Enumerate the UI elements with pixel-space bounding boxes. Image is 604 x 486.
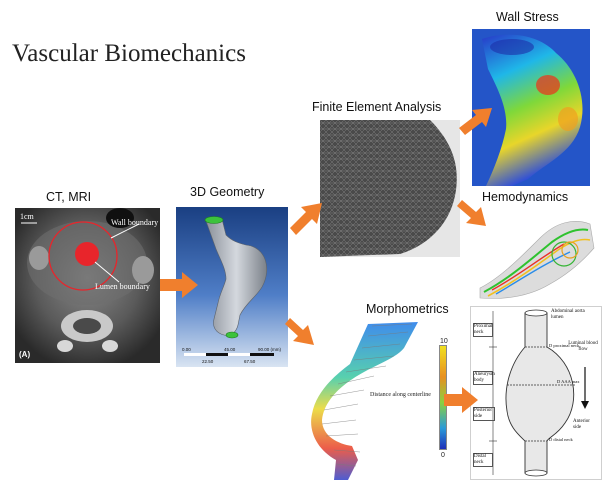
ct-scan-image: 1cm Wall boundary Lumen boundary (A): [15, 208, 160, 363]
wall-boundary-label: Wall boundary: [111, 218, 159, 227]
arrow-morphometrics-to-schematic: [444, 387, 478, 413]
d-max-label: D AAA max: [557, 379, 580, 384]
colorbar-min: 0: [441, 452, 445, 459]
colorbar-label: Distance along centerline: [370, 392, 431, 398]
geometry-tick-4: 67.50: [244, 359, 256, 364]
geometry-label: 3D Geometry: [190, 185, 265, 199]
d-distal-label: D distal neck: [549, 437, 573, 442]
colorbar-max: 10: [440, 338, 448, 345]
hemodynamics-label: Hemodynamics: [482, 190, 569, 204]
ct-panel-tag: (A): [19, 350, 31, 359]
arrow-geometry-to-fea: [290, 203, 322, 235]
arrow-ct-to-geometry: [160, 272, 198, 298]
arrow-geometry-to-morphometrics: [285, 318, 314, 345]
anterior-side-label: Anterior side: [573, 419, 590, 430]
wall-stress-image: [472, 29, 590, 186]
geometry-tick-3: 22.50: [202, 359, 214, 364]
luminal-blood-flow-label: Luminal blood flow: [568, 341, 598, 352]
proximal-neck-label: Proximal neck: [473, 323, 493, 337]
page-title: Vascular Biomechanics: [12, 40, 246, 67]
morphometrics-image: Distance along centerline: [308, 320, 438, 484]
hemodynamics-image: [470, 208, 600, 301]
geometry-tick-0: 0.00: [182, 347, 191, 352]
lumen-boundary-label: Lumen boundary: [95, 282, 150, 291]
arrow-fea-to-hemodynamics: [457, 200, 486, 226]
arrow-fea-to-wall-stress: [459, 108, 492, 135]
ct-mri-label: CT, MRI: [46, 190, 92, 204]
morphometrics-label: Morphometrics: [366, 302, 449, 316]
fea-label: Finite Element Analysis: [312, 100, 442, 114]
posterior-side-label: Posterior side: [473, 407, 495, 421]
ct-scale-label: 1cm: [20, 212, 34, 221]
wall-stress-label: Wall Stress: [496, 10, 559, 24]
aneurysm-body-label: Aneurysm body: [473, 371, 495, 385]
geometry-tick-1: 45.00: [224, 347, 236, 352]
abdominal-aorta-lumen-label: Abdominal aorta lumen: [551, 309, 585, 320]
fea-mesh-image: [320, 120, 460, 257]
d-proximal-label: D proximal neck: [549, 343, 580, 348]
aneurysm-schematic: Abdominal aorta lumen Proximal neck Aneu…: [470, 306, 602, 480]
distal-neck-label: Distal neck: [473, 453, 493, 467]
geometry-tick-2: 90.00 (mm): [258, 347, 282, 352]
